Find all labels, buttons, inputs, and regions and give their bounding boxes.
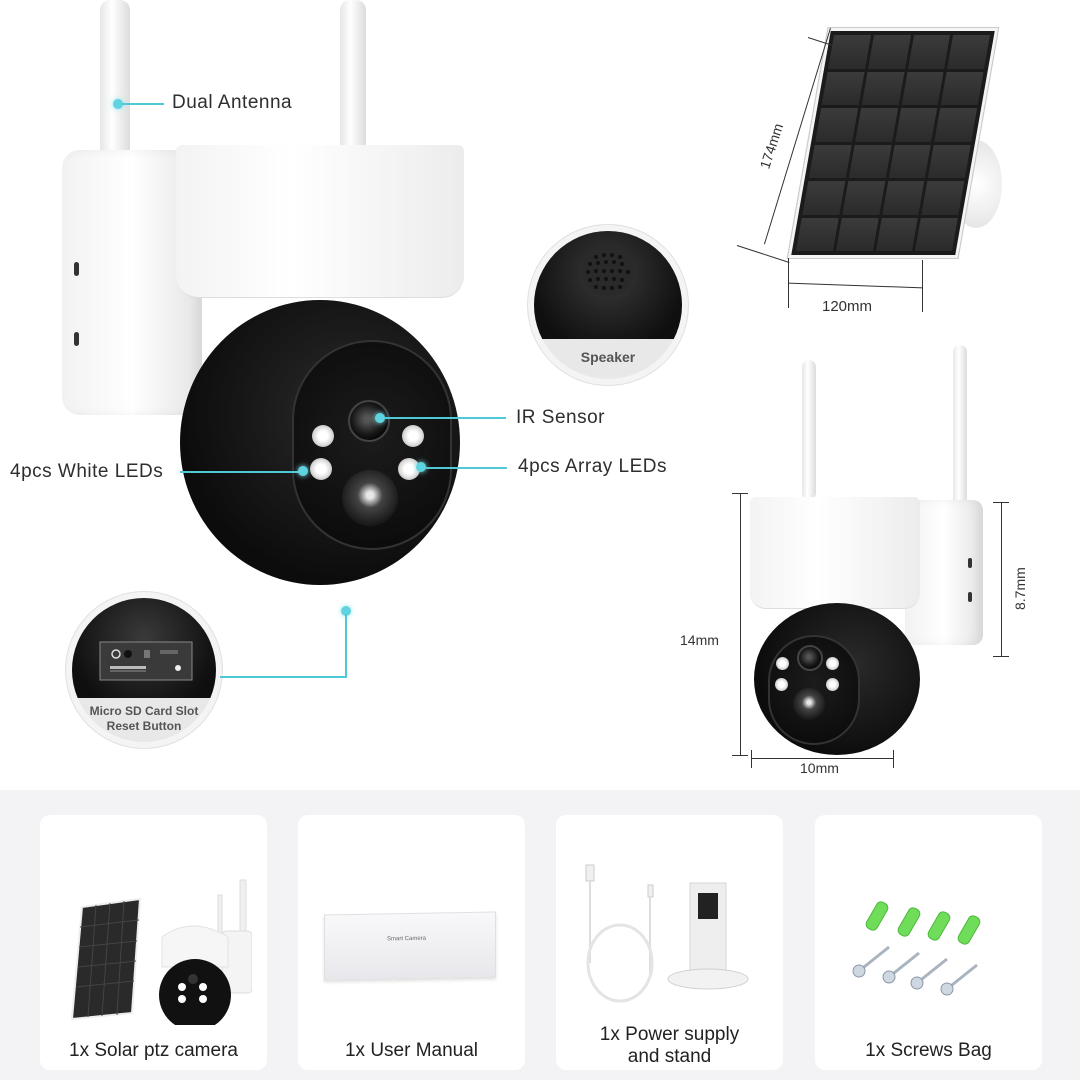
dimension-line [732,755,748,756]
callout-line [384,417,506,419]
dimension-line [1001,502,1002,656]
dimension-line [893,750,894,768]
speaker-grille-icon [582,245,634,297]
dimension-line [751,750,752,768]
camera-lens [797,645,823,671]
package-contents: 1x Solar ptz camera Smart Camera 1x User… [0,790,1080,1080]
dimension-line [788,282,923,289]
speaker-detail: Speaker [528,225,688,385]
antenna [953,345,967,525]
screws-anchors-icon [852,901,981,996]
panel-width-dim: 120mm [822,298,873,315]
led [826,657,839,670]
sd-card-label: Micro SD Card Slot Reset Button [89,704,199,733]
callout-line [345,614,347,677]
package-item-screws: 1x Screws Bag [815,815,1042,1070]
dimension-line [751,758,893,759]
speaker-label: Speaker [580,349,636,365]
package-item-label: 1x Solar ptz camera [69,1040,238,1061]
dimension-line [993,502,1009,503]
callout-dot [416,462,426,472]
callout-line [220,676,347,678]
sd-slot-icon [99,641,193,681]
camera-depth-dim: 8.7mm [1012,567,1028,610]
dimension-line [788,258,789,308]
callout-line [180,471,302,473]
callout-dot [375,413,385,423]
dimension-line [922,260,923,312]
led [402,425,424,447]
dimension-line [736,245,790,263]
callout-line [122,103,164,105]
right-antenna [340,0,366,170]
pir-sensor [793,688,825,720]
manual-icon: Smart Camera [324,911,496,981]
callout-dot [341,606,351,616]
array-leds-label: 4pcs Array LEDs [518,456,667,477]
pir-sensor [342,470,398,526]
led [775,678,788,691]
solar-camera-icon [70,879,252,1025]
led [826,678,839,691]
package-item-label: 1x Screws Bag [865,1040,992,1061]
callout-dot [298,466,308,476]
led [398,458,420,480]
camera-housing [176,145,464,298]
panel-height-dim: 174mm [756,121,787,171]
dual-antenna-label: Dual Antenna [172,92,293,113]
led [310,458,332,480]
dimension-line [732,493,748,494]
package-item-label: 1x Power supply and stand [599,1024,740,1067]
led [312,425,334,447]
ir-sensor-label: IR Sensor [516,407,605,428]
dimension-line [740,493,741,755]
dimension-line [993,656,1009,657]
callout-dot [113,99,123,109]
callout-line [425,467,507,469]
package-item-manual: Smart Camera 1x User Manual [298,815,525,1070]
package-item-power: 1x Power supply and stand [556,815,783,1070]
power-cable-stand-icon [585,864,749,1003]
camera-height-dim: 14mm [680,632,719,648]
manual-title: Smart Camera [387,935,427,943]
led [776,657,789,670]
package-item-camera: 1x Solar ptz camera [40,815,267,1070]
package-item-label: 1x User Manual [344,1040,479,1061]
camera-width-dim: 10mm [800,760,839,776]
sd-card-detail: Micro SD Card Slot Reset Button [66,592,222,748]
white-leds-label: 4pcs White LEDs [10,461,164,482]
camera-housing [750,497,920,609]
antenna [802,360,816,500]
